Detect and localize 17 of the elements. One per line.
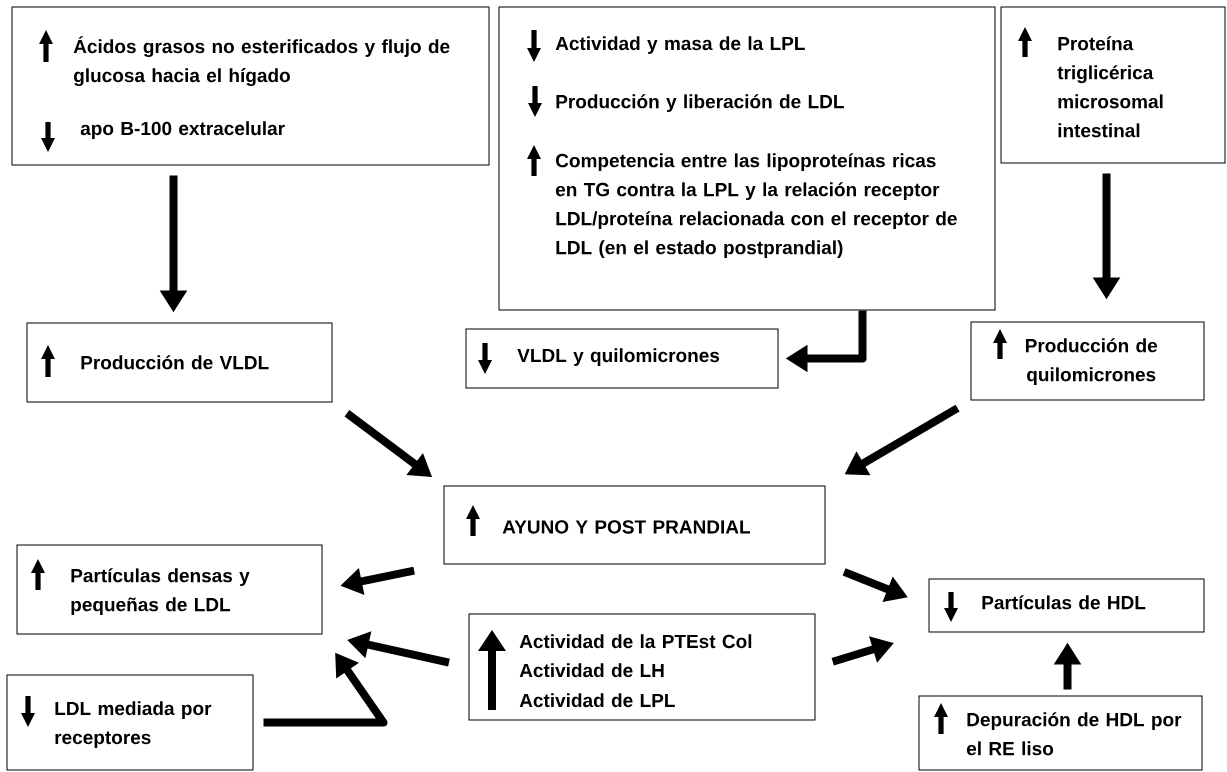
box-text: Producción y liberación de LDL <box>556 94 844 113</box>
box-text: Actividad de LPL <box>519 693 675 708</box>
box-text: LDL mediada por receptores <box>55 701 212 748</box>
box-text: Partículas de HDL <box>982 595 1146 610</box>
box-text: Actividad de la PTEst Col <box>519 634 752 649</box>
box-text: Producción de VLDL <box>81 355 269 370</box>
box-text: Actividad de LH <box>519 663 664 678</box>
box-text: apo B-100 extracelular <box>80 121 285 139</box>
box-text: Competencia entre las lipoproteínas ricas en TG contra la LPL y la relación receptor LDL/proteína relacionada con el receptor de LDL (en el estado postprandial) <box>555 153 957 259</box>
box-text: Actividad y masa de la LPL <box>555 36 805 54</box>
box-text: Depuración de HDL por el RE liso <box>966 712 1182 756</box>
box-text: Partículas densas y pequeñas de LDL <box>71 568 250 616</box>
box-text: Proteína triglicérica microsomal intestinal <box>1057 36 1163 138</box>
box-text: VLDL y quilomicrones <box>517 348 720 366</box>
box-text: AYUNO Y POST PRANDIAL <box>502 520 751 534</box>
box-text: Producción de quilomicrones <box>1025 338 1158 386</box>
box-text: Ácidos grasos no esterificados y flujo de glucosa hacia el hígado <box>73 36 450 87</box>
